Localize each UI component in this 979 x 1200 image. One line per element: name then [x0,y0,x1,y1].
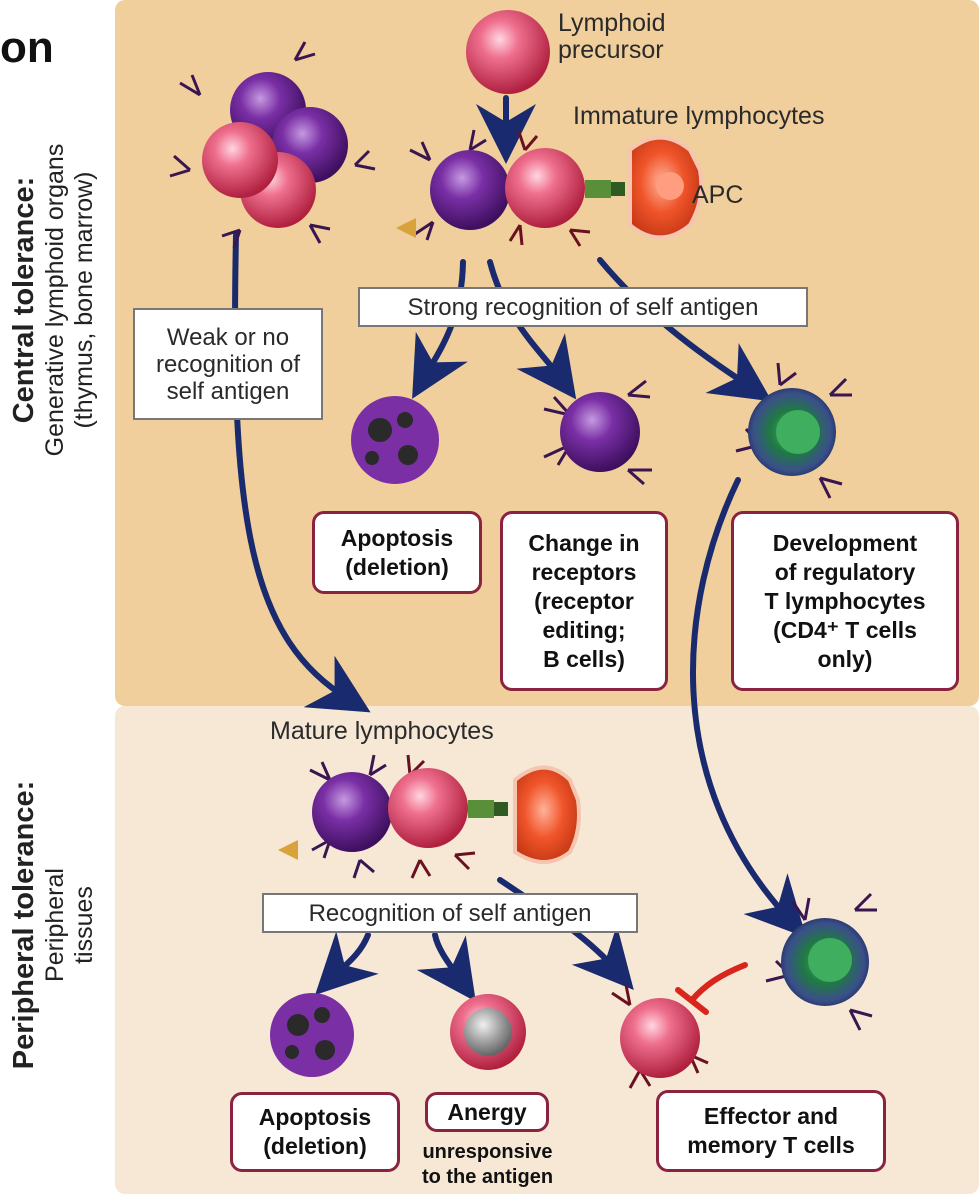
effector-t-cell [620,998,700,1078]
mature-t-cell [388,768,468,848]
title-fragment: on [0,23,54,72]
mature-b-cell [312,772,392,852]
recognition-box: Recognition of self antigen [262,893,638,933]
apoptotic-cell-peripheral [270,993,354,1077]
strong-recognition-box: Strong recognition of self antigen [358,287,808,327]
apoptosis-central-box: Apoptosis (deletion) [312,511,482,594]
arrow-p-apoptosis [315,931,379,995]
anergy-box: Anergy [425,1092,549,1132]
apoptotic-cell-central [351,396,439,484]
receptor-editing-box: Change in receptors (receptor editing; B… [500,511,668,691]
arrow-p-anergy [416,932,476,1002]
weak-recognition-box: Weak or no recognition of self antigen [133,308,323,420]
apc-label: APC [692,181,744,209]
peripheral-heading: Peripheral tolerance: [8,780,40,1070]
arrow-to-editing [487,259,577,400]
unresponsive-label: unresponsive to the antigen [421,1141,554,1188]
lymphoid-precursor-cell [466,10,550,94]
central-sub1: Generative lymphoid organs [41,143,69,457]
apc-cell-mature [513,765,581,864]
apoptosis-peripheral-box: Apoptosis (deletion) [230,1092,400,1172]
peripheral-tolerance-label: Peripheral tolerance: Peripheral tissues [8,740,99,1110]
lymphocyte-cluster [202,72,348,228]
inhibition-line [675,962,748,1015]
central-heading: Central tolerance: [8,176,40,424]
arrow-treg-down [690,477,807,938]
edited-receptor-cell [560,392,640,472]
immature-lymphocytes-label: Immature lymphocytes [573,102,825,130]
peripheral-sub2: tissues [70,886,98,964]
lymphoid-precursor-label: Lymphoid precursor [558,9,666,64]
effector-memory-box: Effector and memory T cells [656,1090,886,1172]
arrow-to-regulatory [597,257,772,402]
immature-b-cell [430,150,510,230]
immature-t-cell [505,148,585,228]
central-sub2: (thymus, bone marrow) [70,171,98,429]
mature-lymphocytes-label: Mature lymphocytes [270,717,494,745]
arrow-to-apoptosis [412,259,468,399]
peripheral-sub1: Peripheral [41,868,69,982]
regulatory-t-box: Development of regulatory T lymphocytes … [731,511,959,691]
central-tolerance-label: Central tolerance: Generative lymphoid o… [8,80,99,520]
